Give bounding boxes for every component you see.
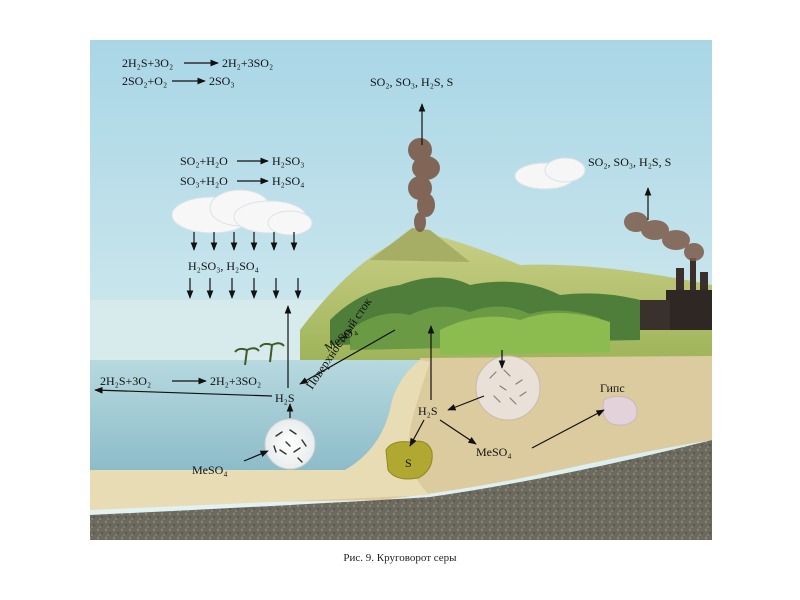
illustration [90,40,712,540]
meso4-sea-label: MeSO₄ [192,463,228,477]
gypsum-deposit [603,396,637,425]
acid-rain-label: H₂SO₃, H₂SO₄ [188,259,259,273]
h2s-sea-label: H₂S [275,391,295,405]
eq-rain-1-reactants: SO₂+H₂O [180,154,228,168]
bacteria-soil [476,356,540,420]
factory-emission-label: SO₂, SO₃, H₂S, S [588,155,671,169]
sea-oxidation-products: 2H₂+3SO₂ [210,374,261,388]
bacteria-sea [265,419,315,469]
volcano-emission-label: SO₂, SO₃, H₂S, S [370,75,453,89]
eq-oxidation-1-products: 2H₂+3SO₂ [222,56,273,70]
sea-oxidation-reactants: 2H₂S+3O₂ [100,374,151,388]
gypsum-label: Гипс [600,381,625,395]
eq-rain-2-reactants: SO₃+H₂O [180,174,228,188]
eq-oxidation-1-reactants: 2H₂S+3O₂ [122,56,173,70]
eq-oxidation-2-products: 2SO₃ [209,74,235,88]
sulfur-label: S [405,456,412,470]
figure-caption: Рис. 9. Круговорот серы [0,552,800,564]
h2s-soil-label: H₂S [418,404,438,418]
meso4-soil-label: MeSO₄ [476,445,512,459]
eq-rain-2-products: H₂SO₄ [272,174,304,188]
eq-rain-1-products: H₂SO₃ [272,154,304,168]
eq-oxidation-2-reactants: 2SO₂+O₂ [122,74,167,88]
